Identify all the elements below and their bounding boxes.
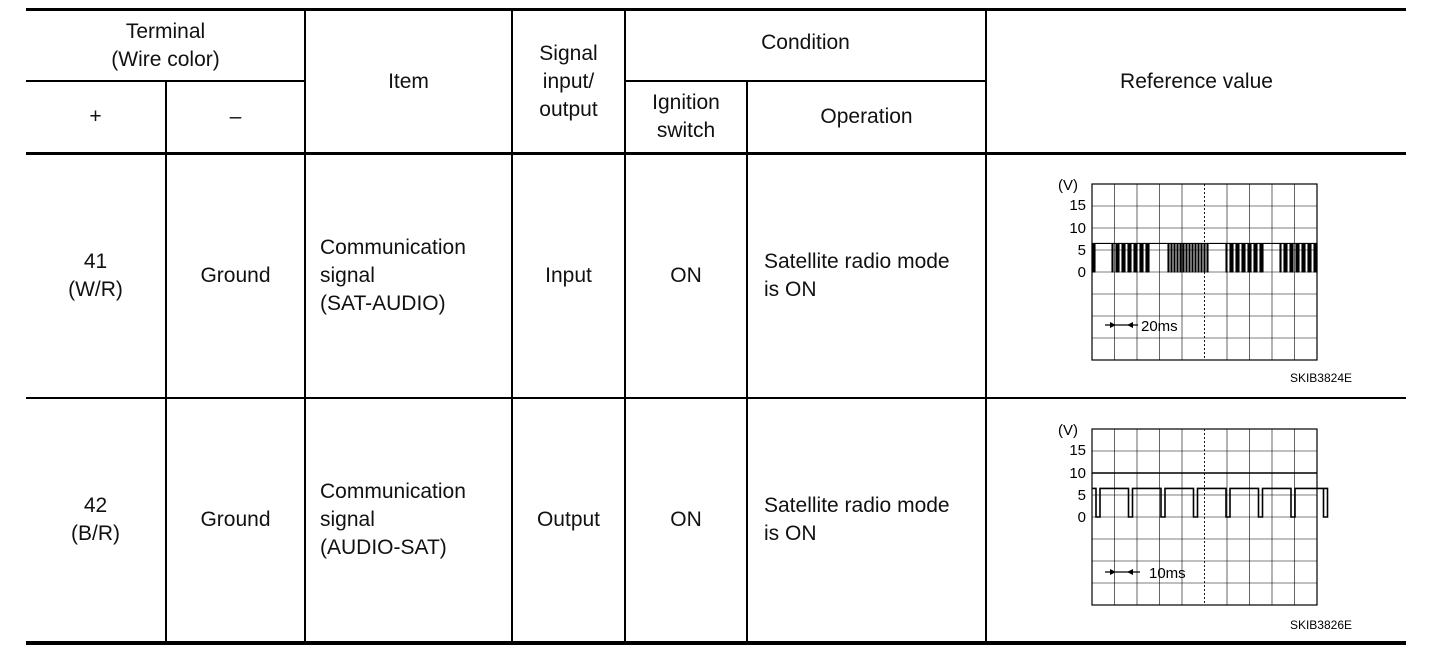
row1-ground: Ground	[200, 264, 271, 287]
row2-operation: Satellite radio mode is ON	[764, 399, 985, 641]
row1-signal: Input	[513, 155, 624, 397]
row2-scope-tick-15: 15	[1069, 442, 1086, 459]
scope-trace	[1092, 487, 1329, 518]
col-divider-ignition	[624, 8, 626, 643]
row2-oscilloscope: (V) 15 10 5 0 10ms SKIB3826E	[1050, 419, 1360, 633]
row1-scope-tick-10: 10	[1069, 220, 1086, 237]
header-plus-label: +	[89, 105, 102, 128]
row2-item-line3: (AUDIO-SAT)	[320, 536, 447, 559]
header-signal-line2: input/	[542, 69, 595, 93]
row1-scope-time-div: 20ms	[1141, 318, 1178, 335]
header-reference-label: Reference value	[1120, 69, 1273, 93]
row1-scope-tick-15: 15	[1069, 197, 1086, 214]
row1-scope-tick-5: 5	[1078, 242, 1086, 259]
header-item: Item	[306, 11, 511, 152]
header-ignition: Ignition switch	[626, 82, 746, 152]
header-ignition-line1: Ignition	[652, 91, 720, 114]
scope-trace	[1091, 242, 1318, 273]
header-terminal-line1: Terminal	[125, 19, 206, 43]
row1-item-line2: signal	[320, 264, 375, 287]
row2-signal-label: Output	[536, 508, 601, 531]
row1-scope-time-marker	[1105, 322, 1138, 328]
header-reference: Reference value	[987, 11, 1406, 152]
row2-operation-line1: Satellite radio mode	[764, 494, 950, 517]
header-item-label: Item	[388, 69, 429, 93]
row1-operation-line2: is ON	[764, 278, 817, 301]
table-bottom-rule	[26, 641, 1406, 645]
row2-oscilloscope-graphic: (V) 15 10 5 0 10ms SKIB3826E	[1058, 422, 1352, 632]
row2-terminal-number: 42	[83, 494, 108, 517]
row1-oscilloscope-graphic: (V) 15 10 5 0 20ms SKIB3824E	[1058, 177, 1352, 385]
row1-terminal-number: 41	[83, 250, 108, 273]
row2-scope-waveform	[1092, 472, 1329, 518]
row1-item-line1: Communication	[320, 236, 466, 259]
row1-scope-code: SKIB3824E	[1290, 371, 1352, 385]
header-condition-label: Condition	[761, 31, 850, 54]
row1-ignition: ON	[626, 155, 746, 397]
row2-ignition-label: ON	[670, 508, 702, 531]
row2-item-line1: Communication	[320, 480, 466, 503]
row2-scope-code: SKIB3826E	[1290, 618, 1352, 632]
row2-wire-color: (B/R)	[71, 522, 120, 545]
row1-wire-color: (W/R)	[68, 278, 123, 301]
row2-ignition: ON	[626, 399, 746, 641]
row1-minus: Ground	[167, 155, 304, 397]
header-condition: Condition	[626, 11, 985, 75]
row-divider	[26, 397, 1406, 399]
row2-scope-time-div: 10ms	[1149, 565, 1186, 582]
row1-item-line3: (SAT-AUDIO)	[320, 292, 446, 315]
row1-scope-waveform	[1091, 242, 1318, 273]
row2-minus: Ground	[167, 399, 304, 641]
header-operation-label: Operation	[820, 105, 913, 128]
row2-item: Communication signal (AUDIO-SAT)	[320, 399, 511, 641]
row2-ground: Ground	[200, 508, 271, 531]
header-plus: +	[26, 82, 165, 152]
col-divider-item	[304, 8, 306, 643]
header-minus-label: –	[229, 105, 242, 128]
row2-item-line2: signal	[320, 508, 375, 531]
row2-operation-line2: is ON	[764, 522, 817, 545]
row1-item: Communication signal (SAT-AUDIO)	[320, 155, 511, 397]
row2-scope-tick-10: 10	[1069, 465, 1086, 482]
header-operation: Operation	[748, 82, 985, 152]
header-bottom-rule	[26, 152, 1406, 155]
row1-oscilloscope: (V) 15 10 5 0 20ms SKIB3824E	[1050, 174, 1360, 388]
col-divider-minus	[165, 80, 167, 643]
table-top-rule	[26, 8, 1406, 11]
row2-scope-grid	[1091, 428, 1318, 606]
row1-ignition-label: ON	[670, 264, 702, 287]
header-terminal-line2: (Wire color)	[111, 47, 220, 71]
row1-signal-label: Input	[545, 264, 592, 287]
col-divider-reference	[985, 8, 987, 643]
row2-terminal: 42 (B/R)	[26, 399, 165, 641]
row2-scope-unit: (V)	[1058, 422, 1078, 439]
row1-operation: Satellite radio mode is ON	[764, 155, 985, 397]
row2-scope-tick-5: 5	[1078, 487, 1086, 504]
row1-operation-line1: Satellite radio mode	[764, 250, 950, 273]
row1-terminal: 41 (W/R)	[26, 155, 165, 397]
header-minus: –	[167, 82, 304, 152]
col-divider-operation	[746, 80, 748, 643]
row2-scope-tick-0: 0	[1078, 509, 1086, 526]
header-sub-rule-condition	[624, 80, 987, 82]
header-terminal: Terminal (Wire color)	[26, 11, 305, 80]
header-signal: Signal input/ output	[513, 11, 624, 152]
col-divider-signal	[511, 8, 513, 643]
row1-scope-unit: (V)	[1058, 177, 1078, 194]
row2-scope-time-marker	[1105, 569, 1140, 575]
header-signal-line3: output	[539, 97, 598, 121]
row1-scope-tick-0: 0	[1078, 264, 1086, 281]
row2-signal: Output	[513, 399, 624, 641]
header-signal-line1: Signal	[539, 41, 598, 65]
header-ignition-line2: switch	[656, 119, 716, 142]
